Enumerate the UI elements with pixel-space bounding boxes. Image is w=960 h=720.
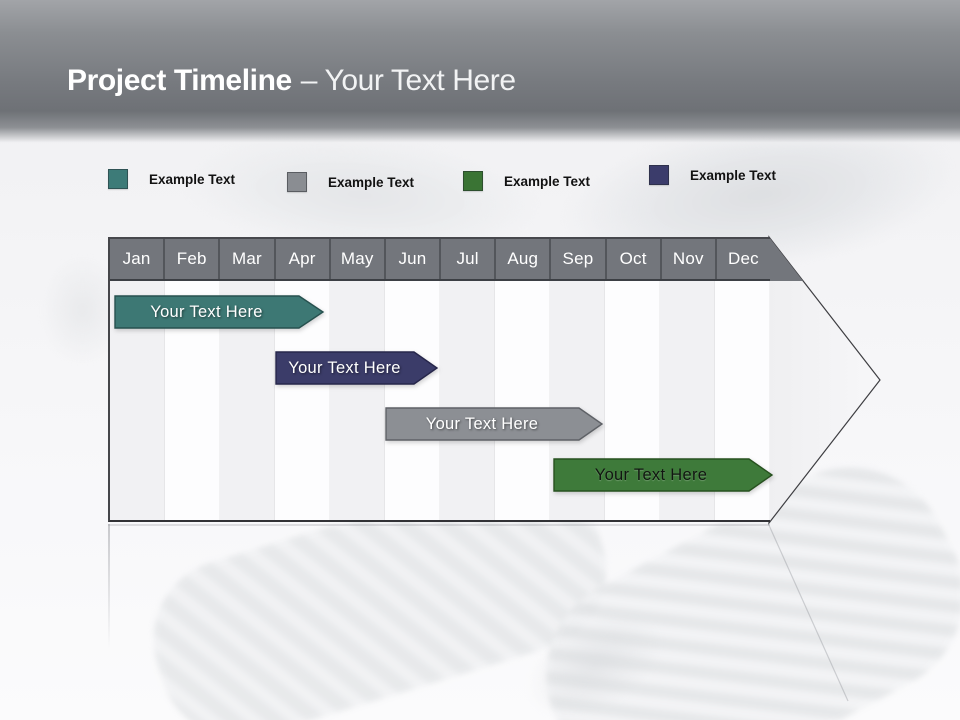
month-header-corner-cut <box>769 237 807 286</box>
month-cell-mar: Mar <box>218 239 273 279</box>
month-cell-aug: Aug <box>494 239 549 279</box>
legend-item-gray[interactable]: Example Text <box>287 172 414 192</box>
month-cell-may: May <box>328 239 384 279</box>
bar-label: Your Text Here <box>594 466 708 484</box>
month-cell-oct: Oct <box>604 239 660 279</box>
month-cell-jan: Jan <box>122 249 151 268</box>
bar-label: Your Text Here <box>288 359 401 377</box>
month-cell-sep: Sep <box>549 239 604 279</box>
bar-label: Your Text Here <box>425 415 539 433</box>
reflection-arrow-diagonal <box>767 522 858 708</box>
timeline-grid: Jan Feb Mar Apr May Jun Jul Aug Sep Oct … <box>108 237 774 522</box>
slide-title-bold: Project Timeline <box>67 64 292 97</box>
month-column <box>385 281 440 520</box>
month-header-row: Jan Feb Mar Apr May Jun Jul Aug Sep Oct … <box>110 237 770 281</box>
slide-title-light: – Your Text Here <box>300 64 516 97</box>
reflection-left-border <box>108 524 110 649</box>
month-cell-apr: Apr <box>273 239 329 279</box>
bar-label: Your Text Here <box>150 303 263 321</box>
legend-label: Example Text <box>328 174 415 190</box>
slide-title[interactable]: Project Timeline– Your Text Here <box>67 60 516 102</box>
legend-swatch-gray <box>287 172 307 192</box>
legend-label: Example Text <box>690 167 777 183</box>
reflection-bottom-border <box>108 524 770 526</box>
month-column <box>495 281 550 520</box>
timeline-bar-jun-sep[interactable]: Your Text Here <box>385 407 604 441</box>
month-cell-jun: Jun <box>383 239 439 279</box>
legend-label: Example Text <box>504 173 591 189</box>
month-cell-nov: Nov <box>659 239 715 279</box>
month-cell-feb: Feb <box>163 239 218 279</box>
month-column <box>330 281 385 520</box>
month-cell-dec: Dec <box>714 239 770 279</box>
legend-item-navy[interactable]: Example Text <box>649 165 776 185</box>
month-cell-jul: Jul <box>439 239 494 279</box>
timeline-bar-jan-mar[interactable]: Your Text Here <box>114 295 325 329</box>
legend-swatch-teal <box>108 169 128 189</box>
legend-swatch-navy <box>649 165 669 185</box>
month-column <box>440 281 495 520</box>
legend-item-green[interactable]: Example Text <box>463 171 590 191</box>
timeline-bar-sep-dec[interactable]: Your Text Here <box>553 458 774 492</box>
legend-item-teal[interactable]: Example Text <box>108 169 235 189</box>
legend-label: Example Text <box>149 171 236 187</box>
legend-swatch-green <box>463 171 483 191</box>
timeline-bar-apr-jun[interactable]: Your Text Here <box>275 351 439 385</box>
background-photo-sparkplug <box>507 588 683 720</box>
